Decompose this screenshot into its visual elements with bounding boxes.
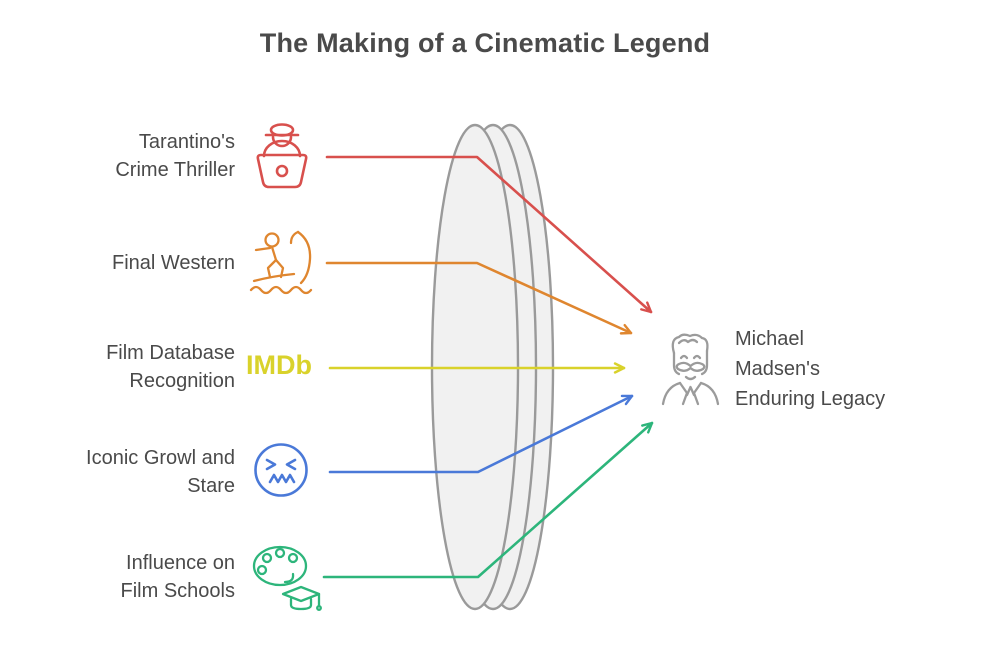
palette-graduation-cap-icon bbox=[252, 545, 322, 611]
label-line: Recognition bbox=[129, 370, 235, 392]
label-line: Influence on bbox=[126, 552, 235, 574]
input-label-film-schools: Influence on Film Schools bbox=[35, 549, 235, 605]
label-line: Iconic Growl and bbox=[86, 447, 235, 469]
arrow-crime-thriller bbox=[325, 155, 653, 314]
label-line: Final Western bbox=[111, 252, 235, 274]
input-label-film-database: Film Database Recognition bbox=[35, 339, 235, 395]
input-label-crime-thriller: Tarantino's Crime Thriller bbox=[35, 128, 235, 184]
input-label-growl-stare: Iconic Growl and Stare bbox=[35, 444, 235, 500]
angry-face-icon bbox=[254, 443, 308, 497]
label-line: Michael bbox=[735, 328, 804, 350]
mustached-man-icon bbox=[661, 333, 720, 406]
label-line: Film Database bbox=[106, 342, 235, 364]
label-line: Tarantino's bbox=[138, 131, 235, 153]
label-line: Enduring Legacy bbox=[735, 388, 886, 410]
output-label-enduring-legacy: Michael Madsen's Enduring Legacy bbox=[735, 324, 965, 414]
label-line: Stare bbox=[187, 475, 235, 497]
arrow-growl-stare bbox=[328, 394, 634, 474]
input-label-final-western: Final Western bbox=[35, 249, 235, 277]
imdb-logo: IMDb bbox=[246, 350, 312, 380]
surfer-on-wave-icon bbox=[249, 230, 313, 295]
label-line: Film Schools bbox=[120, 580, 235, 602]
robber-with-bag-icon bbox=[256, 123, 308, 189]
label-line: Madsen's bbox=[735, 358, 820, 380]
label-line: Crime Thriller bbox=[115, 159, 235, 181]
page-title: The Making of a Cinematic Legend bbox=[259, 28, 711, 58]
arrow-final-western bbox=[325, 261, 633, 335]
arrow-film-schools bbox=[322, 421, 654, 579]
